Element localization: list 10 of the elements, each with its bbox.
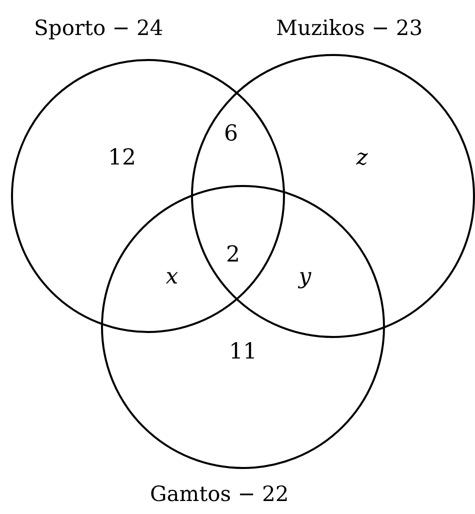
- set-label: Sporto − 24: [34, 16, 164, 40]
- region-count: 2: [226, 242, 240, 268]
- region-variable: x: [166, 264, 178, 290]
- region-variable: z: [356, 146, 368, 170]
- set-label: Gamtos − 22: [150, 482, 289, 506]
- region-variable: y: [298, 264, 312, 290]
- region-count: 12: [108, 146, 136, 170]
- region-count: 6: [224, 122, 238, 146]
- set-label: Muzikos − 23: [276, 16, 423, 40]
- region-count: 11: [229, 340, 257, 364]
